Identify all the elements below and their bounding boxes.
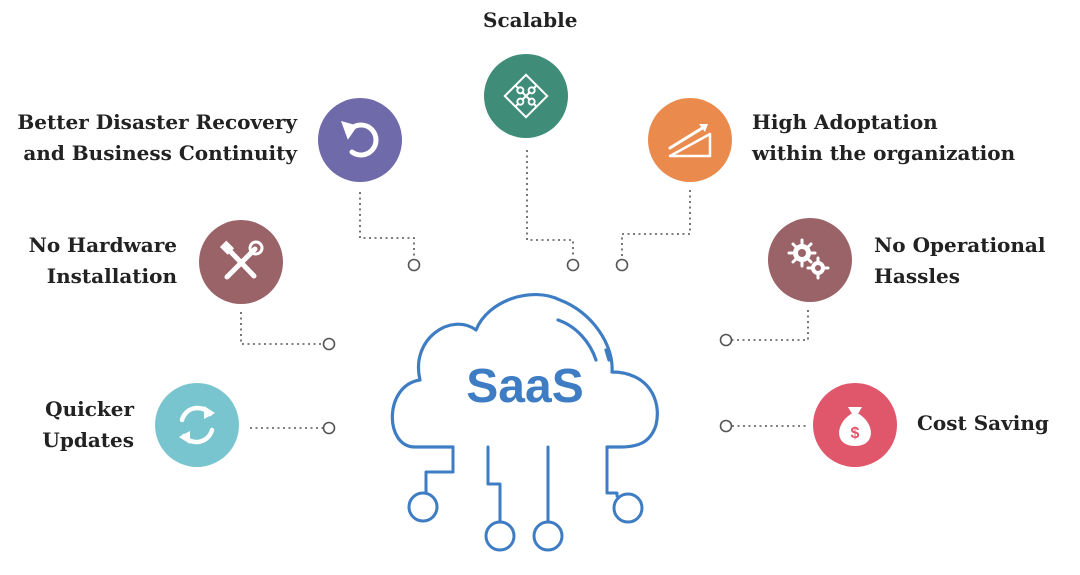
- label-disaster: Better Disaster Recovery and Business Co…: [17, 107, 297, 169]
- benefit-scalable: [484, 54, 568, 138]
- updates-circle: [155, 383, 239, 467]
- connector-endpoints: [322, 258, 733, 435]
- tools-icon: [219, 240, 264, 280]
- endpoint-disaster: [407, 258, 421, 272]
- cloud-accent-arc: [556, 318, 598, 362]
- endpoint-scalable: [566, 258, 580, 272]
- label-adoption-line1: High Adoptation: [752, 110, 938, 134]
- endpoint-updates: [322, 421, 336, 435]
- label-cost-line1: Cost Saving: [917, 411, 1049, 435]
- connector-operational: [732, 310, 809, 341]
- label-hardware: No Hardware Installation: [29, 230, 177, 292]
- label-hardware-line2: Installation: [46, 264, 177, 288]
- endpoint-hardware: [322, 337, 336, 351]
- disaster-circle: [318, 98, 402, 182]
- svg-text:$: $: [851, 425, 860, 442]
- undo-arrow-icon: [349, 122, 379, 158]
- connector-hardware: [240, 312, 323, 345]
- label-updates-line1: Quicker: [45, 397, 134, 421]
- label-updates-line2: Updates: [42, 428, 134, 452]
- benefit-operational: [768, 218, 852, 302]
- connector-lines: [240, 150, 809, 429]
- center-label: SaaS: [466, 360, 583, 413]
- benefit-adoption: [648, 98, 732, 182]
- endpoint-operational: [719, 333, 733, 347]
- money-bag-icon: $: [839, 407, 871, 446]
- benefit-cost: $: [813, 383, 897, 467]
- label-adoption-line2: within the organization: [752, 141, 1016, 165]
- label-operational-line2: Hassles: [874, 264, 960, 288]
- connector-disaster: [359, 192, 415, 258]
- connector-scalable: [526, 150, 574, 256]
- gears-icon: [787, 238, 830, 280]
- cloud-outline: [390, 292, 659, 449]
- cloud-icon: [390, 292, 659, 449]
- cloud-circuits: [424, 445, 619, 524]
- label-adoption: High Adoptation within the organization: [752, 107, 1015, 169]
- label-disaster-line2: and Business Continuity: [23, 141, 297, 165]
- label-scalable-line1: Scalable: [483, 8, 578, 32]
- label-hardware-line1: No Hardware: [28, 233, 177, 257]
- connector-adoption: [621, 190, 691, 258]
- endpoint-cost: [719, 419, 733, 433]
- growth-chart-icon: [668, 124, 712, 158]
- label-operational: No Operational Hassles: [874, 230, 1045, 292]
- benefit-updates: [155, 383, 239, 467]
- benefit-disaster: [318, 98, 402, 182]
- label-scalable: Scalable: [483, 5, 577, 36]
- endpoint-adoption: [615, 258, 629, 272]
- circuit-nodes: [407, 491, 644, 552]
- label-operational-line1: No Operational: [874, 233, 1046, 257]
- label-disaster-line1: Better Disaster Recovery: [17, 110, 297, 134]
- benefit-hardware: [199, 220, 283, 304]
- label-updates: Quicker Updates: [42, 394, 134, 456]
- adoption-circle: [648, 98, 732, 182]
- label-cost: Cost Saving: [917, 408, 1049, 439]
- puzzle-icon: [503, 73, 549, 119]
